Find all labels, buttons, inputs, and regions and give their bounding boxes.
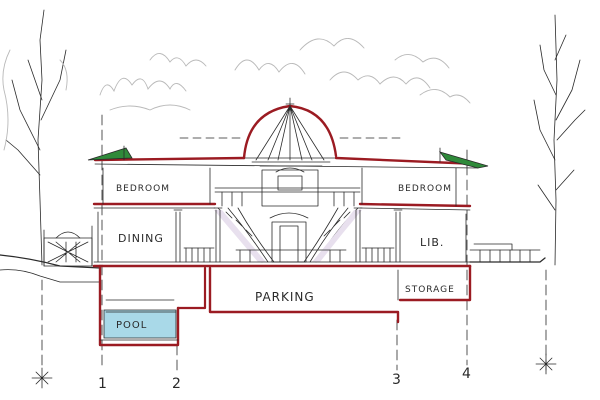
storage-label: STORAGE: [405, 285, 455, 295]
pool-water: [103, 309, 177, 339]
left-tree: [2, 9, 68, 266]
grid-end-marker-left: [31, 367, 53, 389]
bedroom-left-label: BEDROOM: [116, 184, 170, 194]
grid-markers: 1 2 3 4: [31, 353, 557, 392]
room-labels: BEDROOM BEDROOM DINING LIB. PARKING STOR…: [116, 184, 455, 331]
grid-label-4: 4: [462, 366, 472, 382]
grid-label-3: 3: [392, 372, 402, 388]
grid-label-1: 1: [98, 376, 108, 392]
right-tree: [533, 14, 586, 266]
dining-label: DINING: [118, 232, 164, 245]
main-floor: [92, 207, 472, 268]
lower-level: [98, 264, 472, 347]
grid-end-marker-right: [535, 353, 557, 375]
pool-label: POOL: [116, 320, 147, 331]
central-stair: [214, 207, 362, 263]
parking-label: PARKING: [255, 290, 315, 304]
background-trees: [99, 38, 471, 111]
upper-floor: [92, 167, 472, 211]
dome: [242, 97, 338, 167]
grid-label-2: 2: [172, 376, 182, 392]
roof: [87, 145, 489, 169]
garden-trellis: [43, 225, 93, 267]
grid-lines: [41, 114, 547, 371]
bedroom-right-label: BEDROOM: [398, 184, 452, 194]
library-label: LIB.: [420, 236, 444, 249]
